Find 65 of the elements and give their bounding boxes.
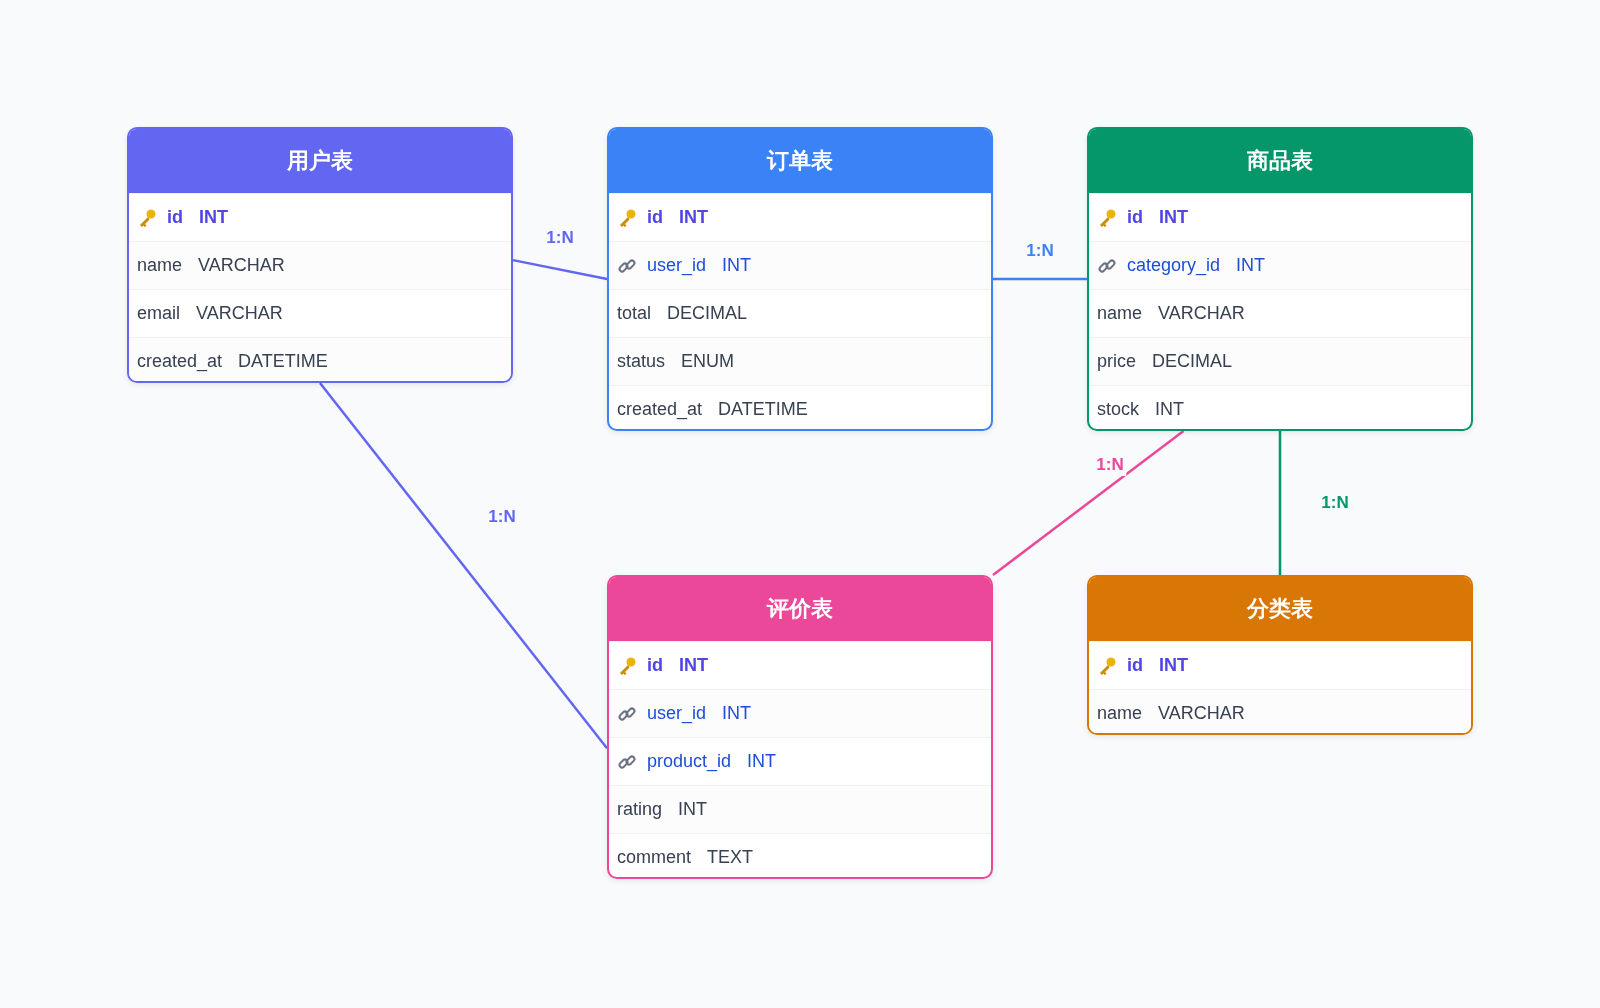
column-name: id [647,655,663,676]
table-row [609,689,991,737]
table-card [1087,575,1473,735]
column-name: id [1127,655,1143,676]
column-name: total [617,303,652,324]
column-name: rating [617,799,663,820]
relationship-line [1278,431,1282,575]
column-name: category_id [1127,255,1221,276]
column-name: created_at [617,399,703,420]
column-name: name [137,255,183,276]
table-row [1089,337,1471,385]
column-name: email [137,303,180,324]
column-type: VARCHAR [1158,703,1245,724]
table-row [1089,689,1471,733]
column-type: INT [722,255,752,276]
relationship-line [993,277,1087,281]
table-card [1087,127,1473,431]
column-type: INT [1159,207,1188,228]
column-name: id [167,207,183,228]
column-type: VARCHAR [196,303,283,324]
table-row [609,785,991,833]
table-card [607,575,993,879]
table-card [127,127,513,383]
column-name: status [617,351,666,372]
table-row [1089,241,1471,289]
column-name: price [1097,351,1136,372]
column-type: ENUM [681,351,735,372]
column-name: id [1127,207,1143,228]
table-card [607,127,993,431]
table-header: 订单表 [609,129,991,193]
column-type: INT [679,207,708,228]
column-name: name [1097,303,1143,324]
column-name: product_id [647,751,732,772]
table-header: 分类表 [1089,577,1471,641]
column-type: INT [1159,655,1188,676]
table-header: 评价表 [609,577,991,641]
column-type: TEXT [707,847,754,868]
table-header: 商品表 [1089,129,1471,193]
table-row [129,337,511,381]
table-row [609,241,991,289]
column-type: DATETIME [238,351,328,372]
column-type: INT [747,751,777,772]
column-type: INT [1155,399,1184,420]
table-row [609,337,991,385]
column-name: created_at [137,351,223,372]
column-name: user_id [647,255,707,276]
column-type: INT [199,207,228,228]
table-row [129,241,511,289]
column-type: VARCHAR [1158,303,1245,324]
column-type: INT [678,799,708,820]
table-header: 用户表 [129,129,511,193]
column-name: comment [617,847,692,868]
column-type: VARCHAR [198,255,285,276]
column-type: DECIMAL [1152,351,1233,372]
column-type: INT [679,655,708,676]
column-type: INT [722,703,752,724]
column-type: DECIMAL [667,303,748,324]
column-name: user_id [647,703,707,724]
column-name: stock [1097,399,1139,420]
relationship-line [992,430,1185,576]
column-type: INT [1236,255,1266,276]
column-name: id [647,207,663,228]
column-type: DATETIME [718,399,808,420]
column-name: name [1097,703,1143,724]
relationship-line [512,258,608,281]
